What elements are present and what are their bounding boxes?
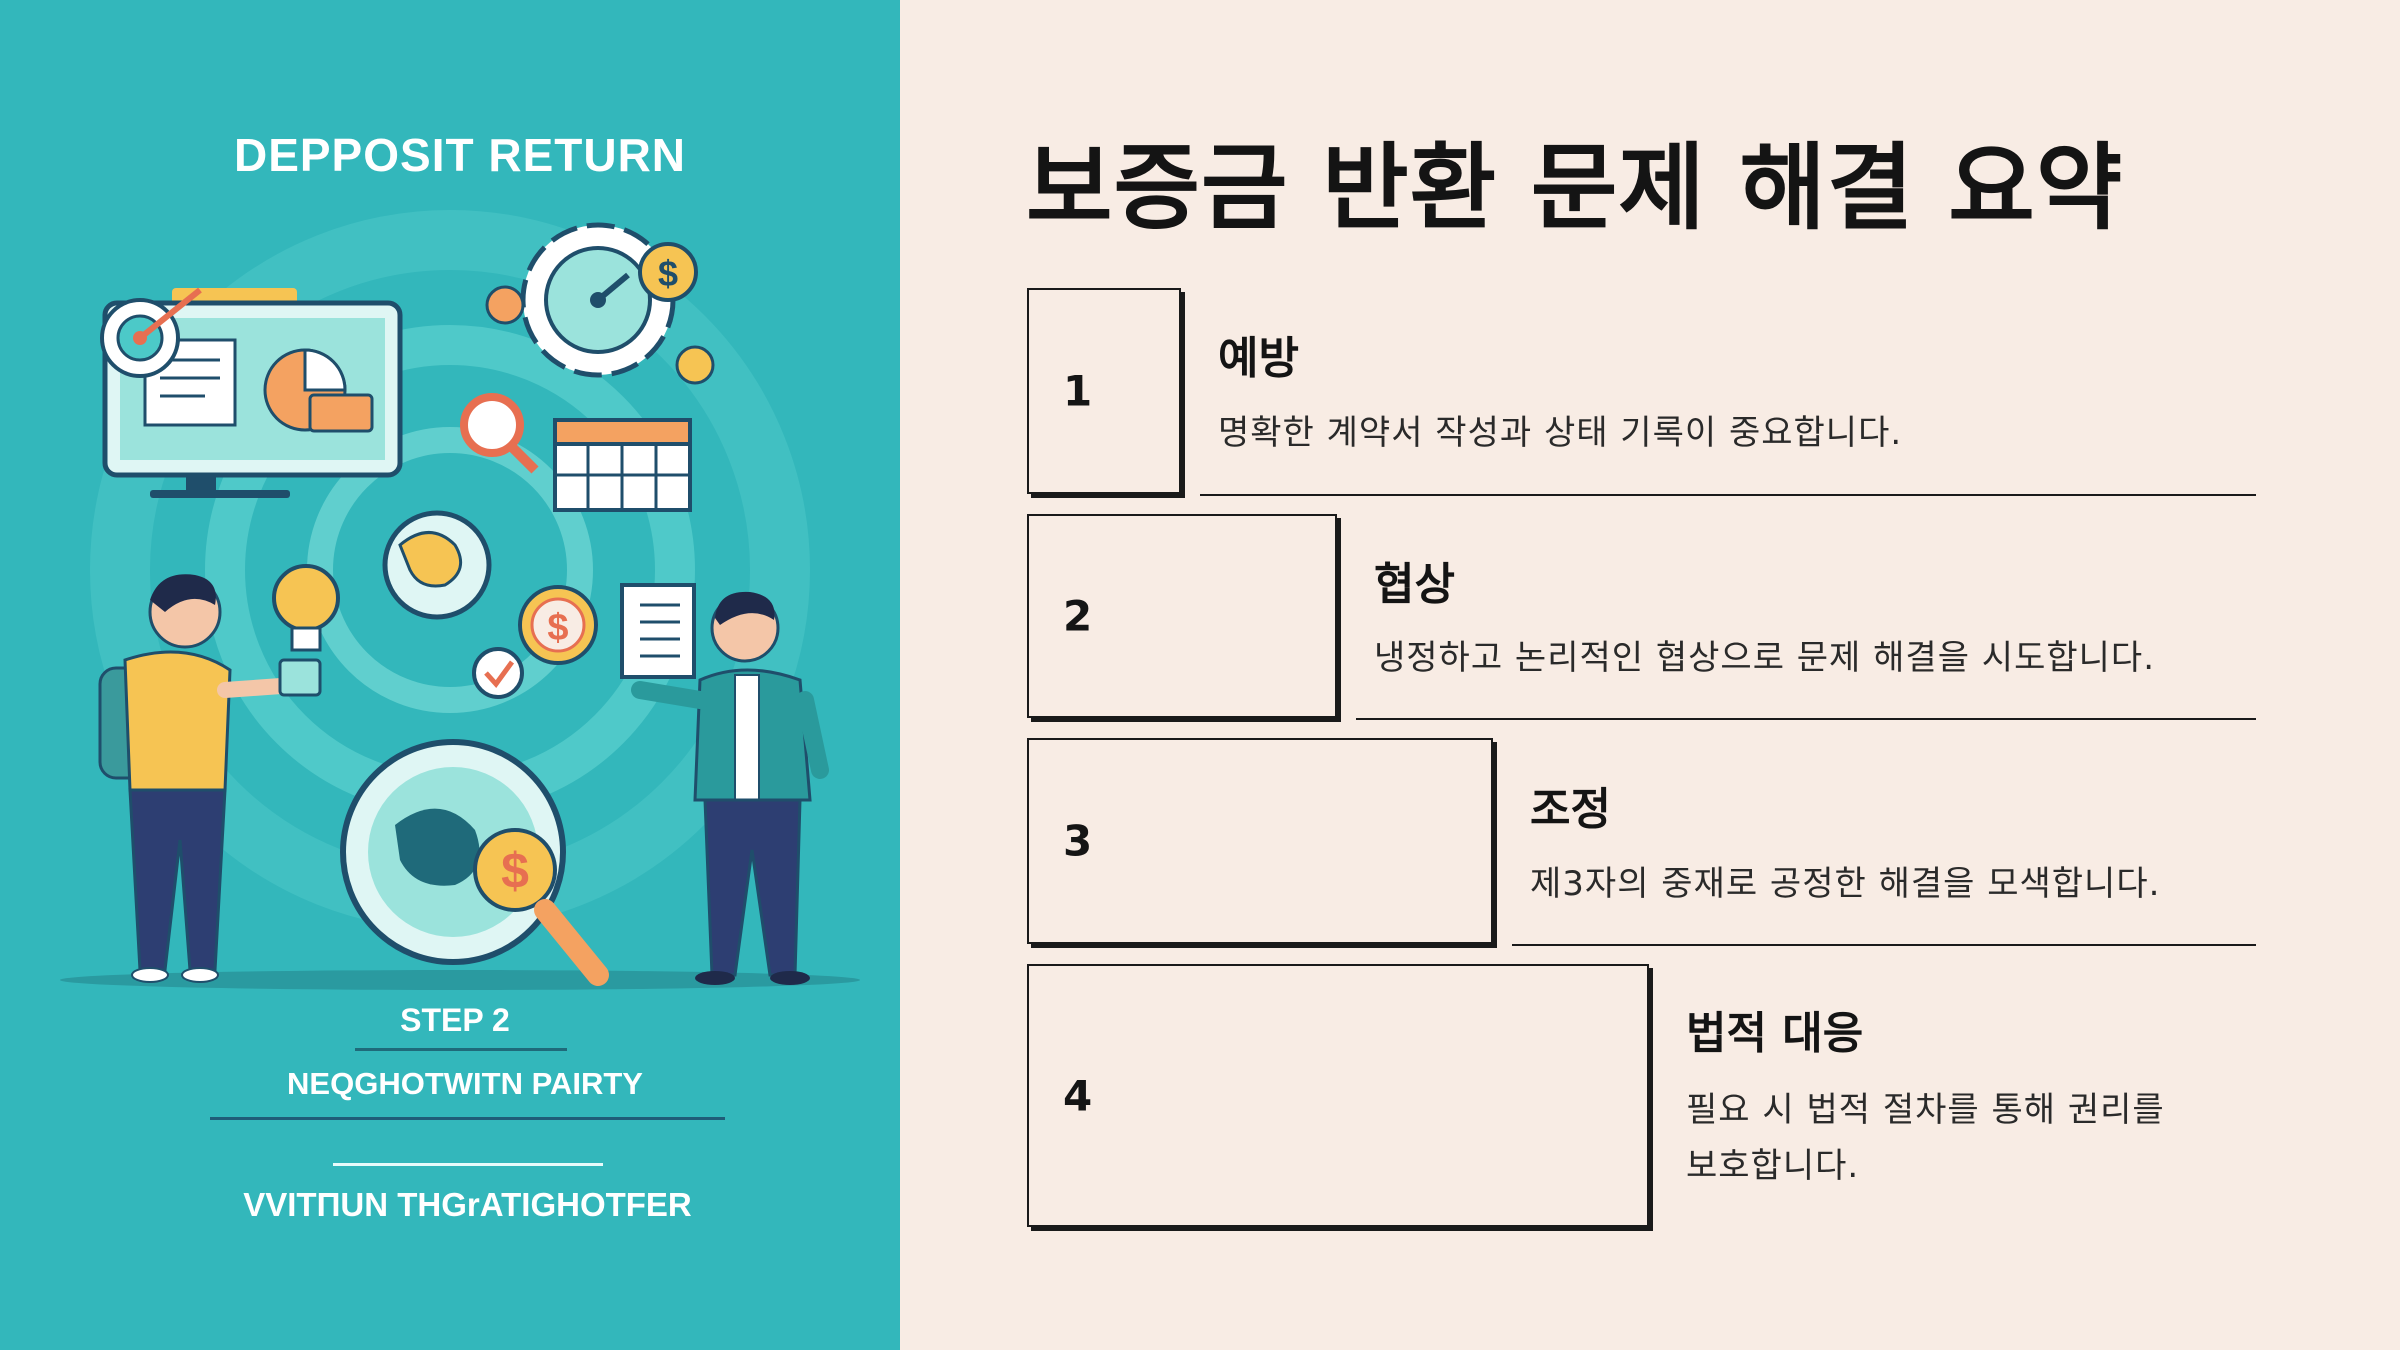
step-number: 1 <box>1063 366 1093 416</box>
step-number: 4 <box>1063 1071 1093 1120</box>
step-number-box-2: 2 <box>1027 514 1337 718</box>
illustration-panel: $ $ <box>0 0 900 1350</box>
svg-text:$: $ <box>501 843 529 899</box>
magnifier-icon <box>460 393 539 474</box>
step-number-box-3: 3 <box>1027 738 1493 944</box>
step-underline <box>1200 494 2256 496</box>
step-heading: 조정 <box>1530 784 1611 835</box>
step-number: 2 <box>1063 591 1093 641</box>
calendar-icon <box>553 418 692 512</box>
globe-icon <box>382 510 492 620</box>
poster-footer: VVITΠUN THGrATIGHOTFER <box>243 1186 692 1223</box>
deposit-return-illustration: $ $ <box>60 210 860 990</box>
step-number: 3 <box>1063 816 1093 866</box>
step-description: 보호합니다. <box>1686 1146 1860 1186</box>
pin-icon <box>485 285 525 325</box>
step-heading: 협상 <box>1374 559 1455 610</box>
divider <box>355 1048 567 1051</box>
step-description: 명확한 계약서 작성과 상태 기록이 중요합니다. <box>1218 413 1903 453</box>
man-figure <box>631 591 829 985</box>
coin-small-icon <box>675 345 715 385</box>
big-magnifier-icon: $ <box>340 739 609 986</box>
step-description: 필요 시 법적 절차를 통해 권리를 <box>1686 1090 2165 1130</box>
divider <box>210 1117 725 1120</box>
step-description: 냉정하고 논리적인 협상으로 문제 해결을 시도합니다. <box>1374 638 2156 678</box>
divider <box>333 1163 603 1166</box>
dollar-coin-icon: $ <box>638 242 698 302</box>
page-title: 보증금 반환 문제 해결 요약 <box>1026 134 2124 243</box>
step-underline <box>1512 944 2256 946</box>
step-description: 제3자의 중재로 공정한 해결을 모색합니다. <box>1530 864 2161 904</box>
step-heading: 법적 대응 <box>1686 1008 1864 1059</box>
check-badge-icon <box>472 647 524 699</box>
svg-text:$: $ <box>658 253 678 294</box>
target-icon <box>100 287 202 378</box>
step-number-box-1: 1 <box>1027 288 1181 494</box>
step-underline <box>1356 718 2256 720</box>
step-heading: 예방 <box>1218 333 1299 384</box>
step-number-box-4: 4 <box>1027 964 1649 1227</box>
dollar-coin-icon-2: $ <box>518 585 598 665</box>
ground-shadow <box>60 970 860 990</box>
lightbulb-icon <box>272 564 340 652</box>
poster-title: DEPPOSIT RETURN <box>233 129 687 181</box>
svg-text:$: $ <box>547 607 568 649</box>
step-label: STEP 2 <box>400 1002 510 1038</box>
woman-figure <box>98 574 322 983</box>
step-name: NEQGHOTWITN PAIRTY <box>287 1066 643 1101</box>
checklist-icon <box>620 583 696 679</box>
gear-icon <box>520 222 676 378</box>
